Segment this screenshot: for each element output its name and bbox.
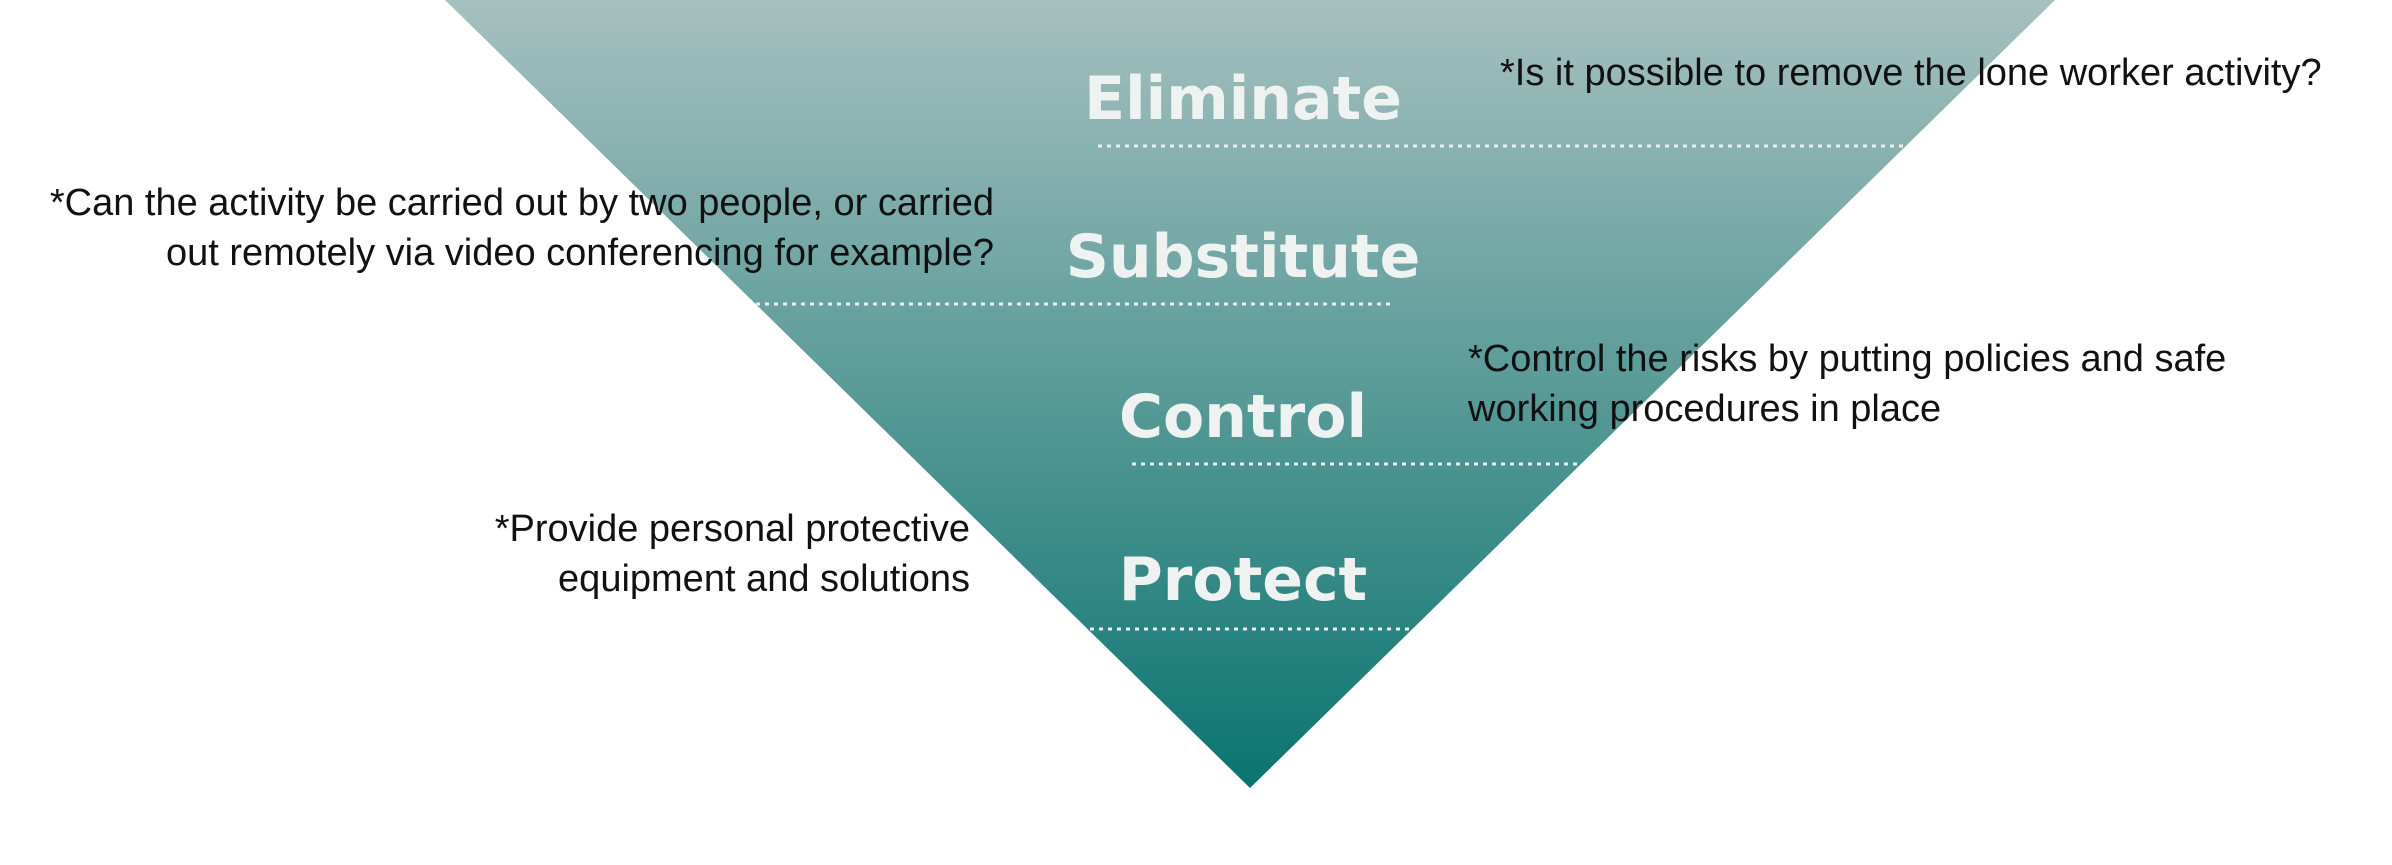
note-protect: *Provide personal protective equipment a… xyxy=(495,504,970,604)
note-control-line-1: *Control the risks by putting policies a… xyxy=(1468,338,2227,380)
triangle-shape xyxy=(445,0,2055,788)
level-eliminate: Eliminate xyxy=(1084,64,1402,134)
note-substitute-line-1: *Can the activity be carried out by two … xyxy=(49,182,994,224)
note-control: *Control the risks by putting policies a… xyxy=(1468,334,2226,434)
note-control-line-2: working procedures in place xyxy=(1468,388,1942,430)
note-eliminate-line-1: *Is it possible to remove the lone worke… xyxy=(1500,52,2322,94)
level-protect: Protect xyxy=(1118,545,1368,615)
note-substitute-line-2: out remotely via video conferencing for … xyxy=(165,232,994,274)
level-substitute: Substitute xyxy=(1065,222,1421,292)
level-control: Control xyxy=(1118,382,1368,452)
note-protect-line-2: equipment and solutions xyxy=(558,558,970,600)
note-eliminate: *Is it possible to remove the lone worke… xyxy=(1500,48,2322,98)
note-substitute: *Can the activity be carried out by two … xyxy=(50,178,994,278)
note-protect-line-1: *Provide personal protective xyxy=(494,508,970,550)
